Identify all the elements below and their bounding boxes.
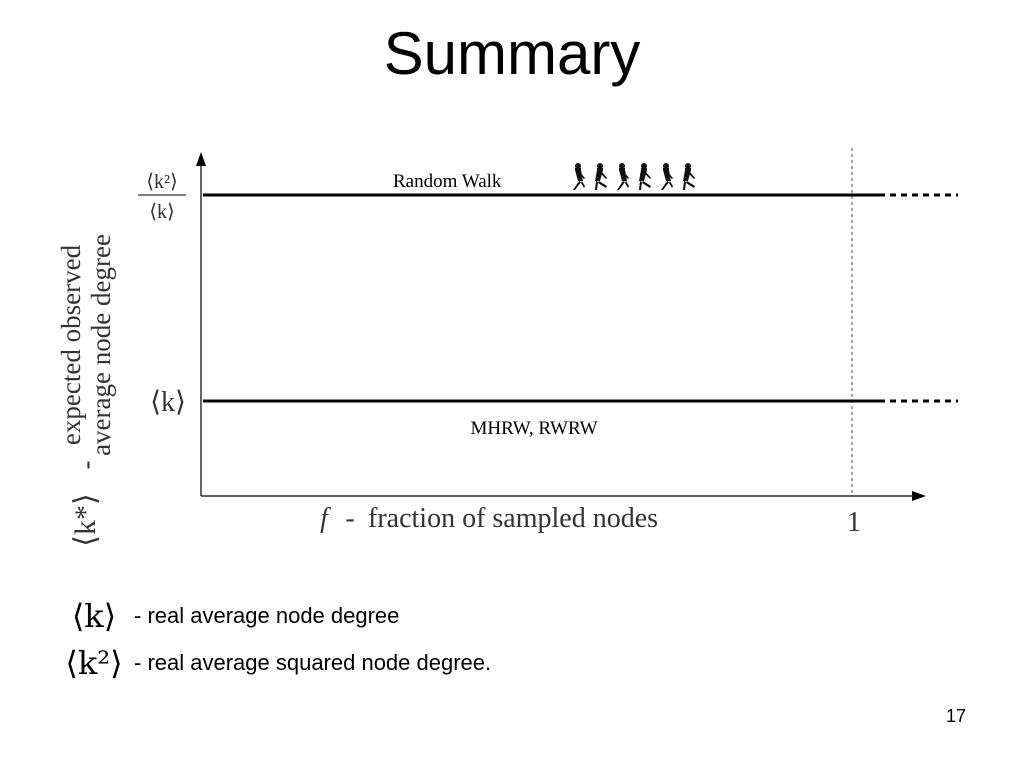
legend-text-k-squared: - real average squared node degree. [134,650,492,675]
y-axis-arrowhead [196,152,206,166]
page-number: 17 [945,706,966,726]
slide-title: Summary [383,20,641,87]
y-axis-label-dash: - [71,461,101,470]
upper-tick-denominator: ⟨k⟩ [149,201,175,223]
walker-figure [683,163,695,190]
x-axis-label-symbol: f [320,503,331,534]
y-axis-label-line1: expected observed [56,244,86,445]
mhrw-rwrw-label: MHRW, RWRW [470,418,597,439]
x-axis-arrowhead [912,491,926,501]
silly-walkers-icon [573,163,695,190]
lower-tick-label: ⟨k⟩ [150,387,186,418]
x-axis-label-text: fraction of sampled nodes [368,503,658,534]
walker-figure [617,163,629,190]
y-axis-label-symbol: ⟨k*⟩ [69,493,102,546]
walker-figure [595,163,607,190]
x-tick-one: 1 [847,507,861,538]
walker-figure [639,163,651,190]
upper-tick-numerator: ⟨k²⟩ [146,171,178,193]
y-axis-label-line2: average node degree [86,234,116,456]
legend-text-k: - real average node degree [134,603,400,628]
legend-symbol-k: ⟨k⟩ [71,597,117,635]
legend-row-k: ⟨k⟩ - real average node degree [56,594,400,638]
walker-figure [573,163,585,190]
random-walk-label: Random Walk [393,171,502,192]
legend-row-k-squared: ⟨k²⟩ - real average squared node degree. [56,641,491,685]
walker-figure [661,163,673,190]
schematic-plot: expected observed average node degree - … [56,148,958,547]
legend-symbol-k-squared: ⟨k²⟩ [65,644,123,682]
x-axis-label-dash: - [345,503,354,534]
